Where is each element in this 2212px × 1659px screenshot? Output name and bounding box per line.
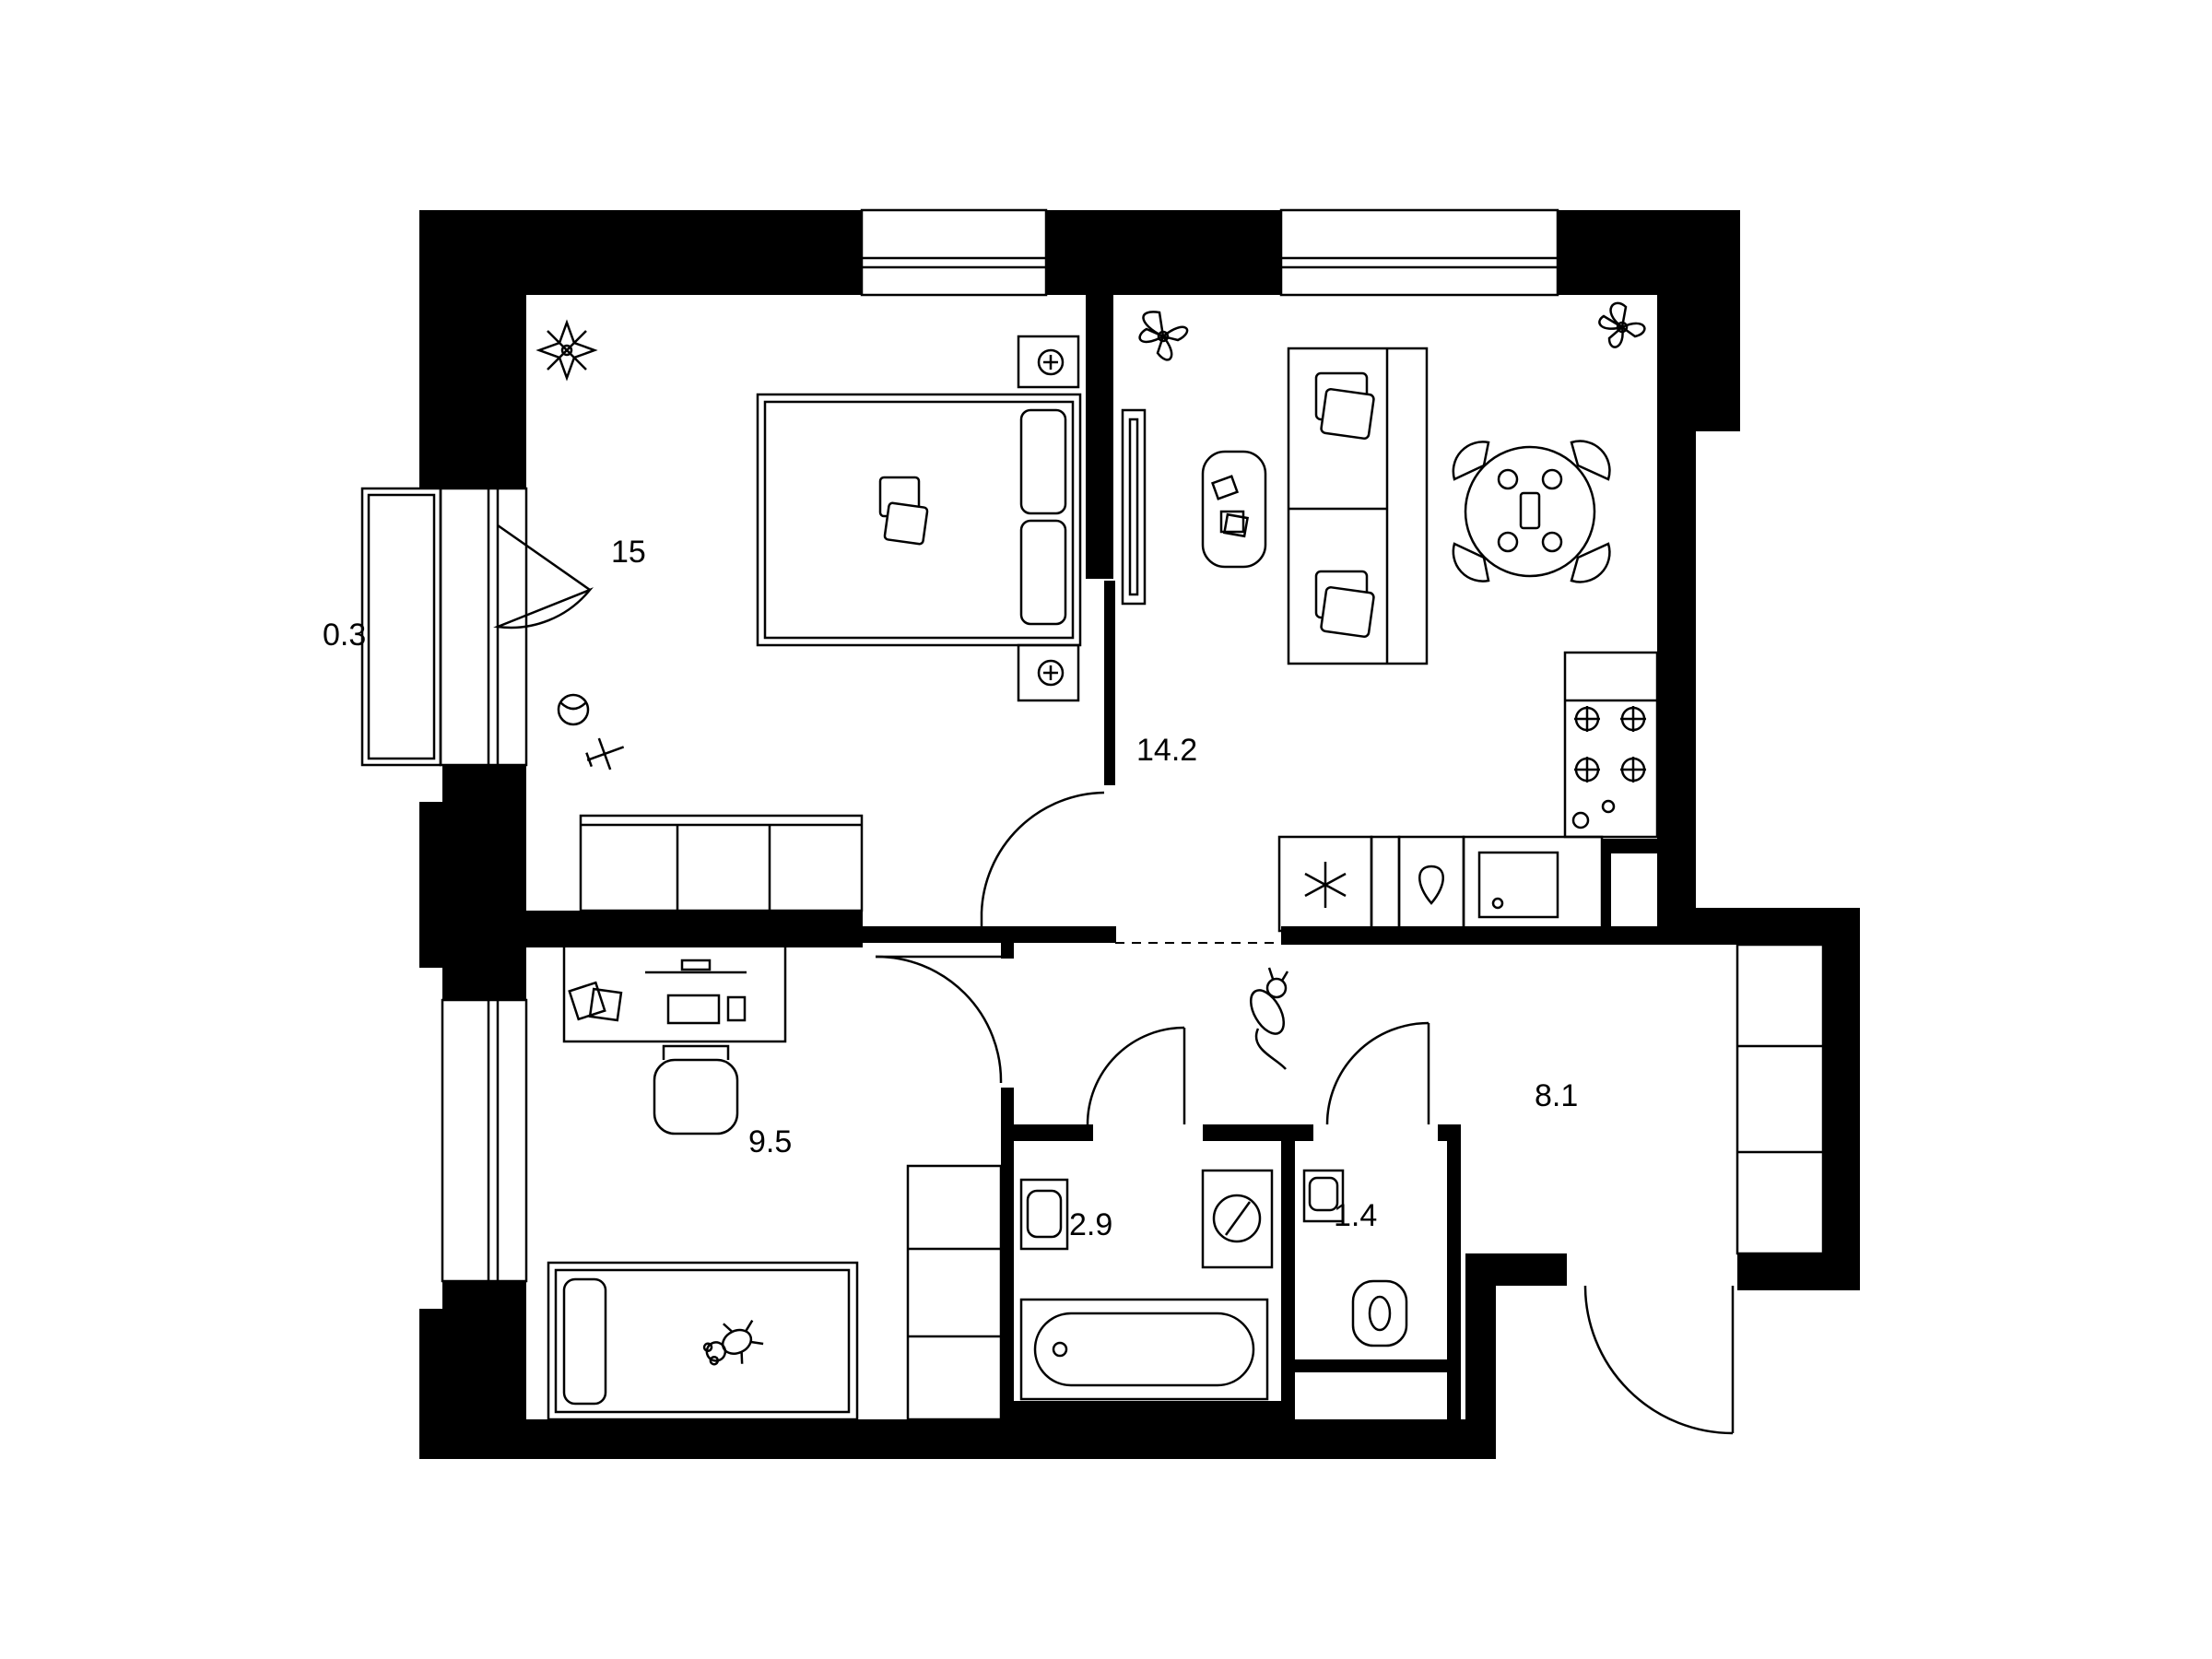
wardrobe-icon <box>579 814 864 912</box>
ball-icon <box>557 693 590 726</box>
coffee-table-icon <box>1201 450 1267 569</box>
walls <box>419 210 1860 1459</box>
bedroom-furniture <box>535 319 1115 933</box>
bathroom-furniture <box>1019 1026 1274 1401</box>
chair-icon <box>1452 440 1611 583</box>
balcony-door-swing <box>493 587 594 629</box>
bedroom-door-swing <box>980 791 1105 913</box>
hallway-furniture <box>1249 967 1735 1435</box>
plant-icon <box>1138 311 1189 361</box>
wardrobe-icon <box>906 1164 1003 1421</box>
plant-icon <box>1598 301 1646 348</box>
room-area-balcony: 0.3 <box>323 618 366 653</box>
teddy-bear-icon <box>702 1319 764 1366</box>
room-area-kids-room: 9.5 <box>748 1124 792 1159</box>
bathtub-icon <box>1019 1298 1269 1401</box>
sink-icon <box>1302 1169 1345 1223</box>
sofa-icon <box>1287 347 1429 665</box>
cat-icon <box>1249 967 1289 1070</box>
office-chair-icon <box>653 1044 739 1135</box>
living-furniture <box>1115 301 1659 944</box>
sink-icon <box>1019 1178 1069 1251</box>
bathroom-door-swing <box>1086 1026 1185 1125</box>
room-area-bathroom: 2.9 <box>1069 1207 1112 1242</box>
plant-icon <box>535 319 598 382</box>
room-area-toilet: 1.4 <box>1334 1198 1377 1233</box>
stove-icon <box>1563 651 1659 839</box>
pillow-icon <box>878 476 929 546</box>
entry-door-swing <box>1583 1285 1734 1435</box>
bed-icon <box>756 393 1082 647</box>
tv-icon <box>1121 408 1147 606</box>
balcony <box>360 487 594 767</box>
toilet-door-swing <box>1325 1021 1430 1125</box>
desk-icon <box>562 943 787 1043</box>
kids-room-furniture <box>547 943 1003 1421</box>
windows <box>441 208 1825 1283</box>
nightstand-icon <box>1017 335 1080 702</box>
sink-icon <box>1370 835 1604 933</box>
room-area-living-kitchen: 14.2 <box>1136 733 1197 768</box>
toilet-icon <box>1351 1279 1408 1347</box>
kids-room-door-swing <box>875 955 1003 1084</box>
washing-machine-icon <box>1201 1169 1274 1269</box>
area-labels: 15 14.2 0.3 9.5 2.9 1.4 8.1 <box>323 535 1578 1242</box>
room-area-bedroom: 15 <box>611 535 646 570</box>
toy-plane-icon <box>585 737 625 771</box>
bed-icon <box>547 1261 859 1421</box>
toilet-room-furniture <box>1302 1021 1430 1347</box>
fridge-icon <box>1277 835 1373 933</box>
room-area-hallway: 8.1 <box>1535 1078 1578 1113</box>
dining-table-icon <box>1452 440 1611 583</box>
